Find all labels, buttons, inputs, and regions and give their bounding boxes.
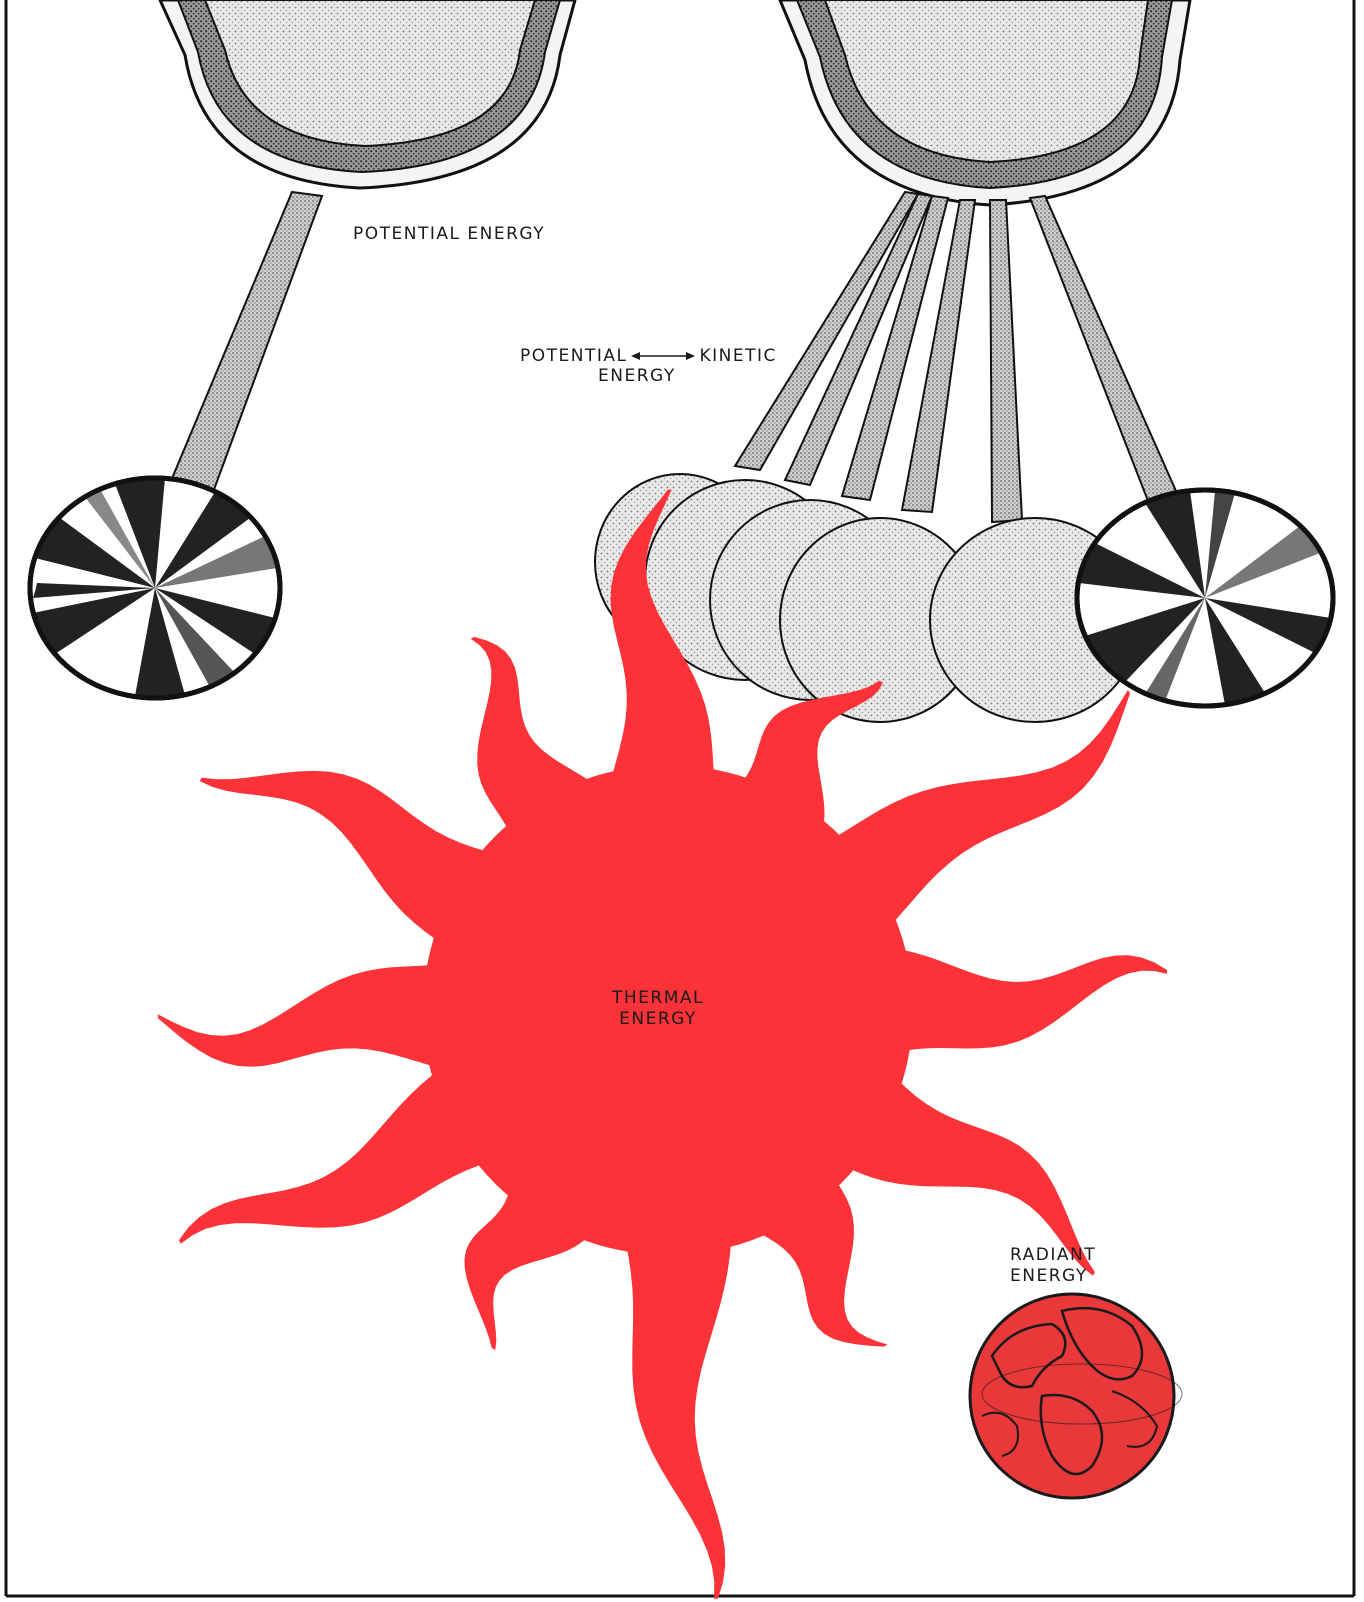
left-pendulum-bob	[30, 478, 280, 698]
earth-globe	[970, 1294, 1182, 1498]
potential-word: POTENTIAL	[520, 346, 627, 366]
sun-ray	[200, 771, 528, 962]
potential-kinetic-label: POTENTIAL KINETIC	[520, 346, 777, 367]
sun-ray	[179, 1051, 522, 1244]
potential-energy-label: POTENTIAL ENERGY	[353, 224, 545, 245]
sun-ray	[158, 959, 474, 1075]
sun-ray	[617, 1204, 733, 1599]
sun-ray	[862, 945, 1167, 1061]
thermal-energy-label: THERMAL ENERGY	[598, 988, 718, 1030]
radiant-line2: ENERGY	[1010, 1266, 1110, 1287]
sun-ray	[801, 690, 1130, 952]
right-support-cup	[780, 0, 1190, 205]
radiant-energy-label: RADIANT ENERGY	[1010, 1245, 1110, 1287]
double-headed-arrow-icon	[631, 351, 695, 361]
kinetic-word: KINETIC	[699, 346, 776, 366]
left-pendulum-rod	[168, 192, 322, 495]
right-pendulum-bob-front	[1077, 490, 1333, 706]
left-pendulum	[30, 0, 575, 698]
right-pendulum-rods	[735, 192, 1180, 522]
radiant-line1: RADIANT	[1010, 1245, 1110, 1266]
thermal-line2: ENERGY	[598, 1009, 718, 1030]
potential-kinetic-energy-word: ENERGY	[598, 366, 676, 387]
sun-ray	[814, 1051, 1095, 1276]
left-support-cup	[160, 0, 575, 188]
thermal-line1: THERMAL	[598, 988, 718, 1009]
